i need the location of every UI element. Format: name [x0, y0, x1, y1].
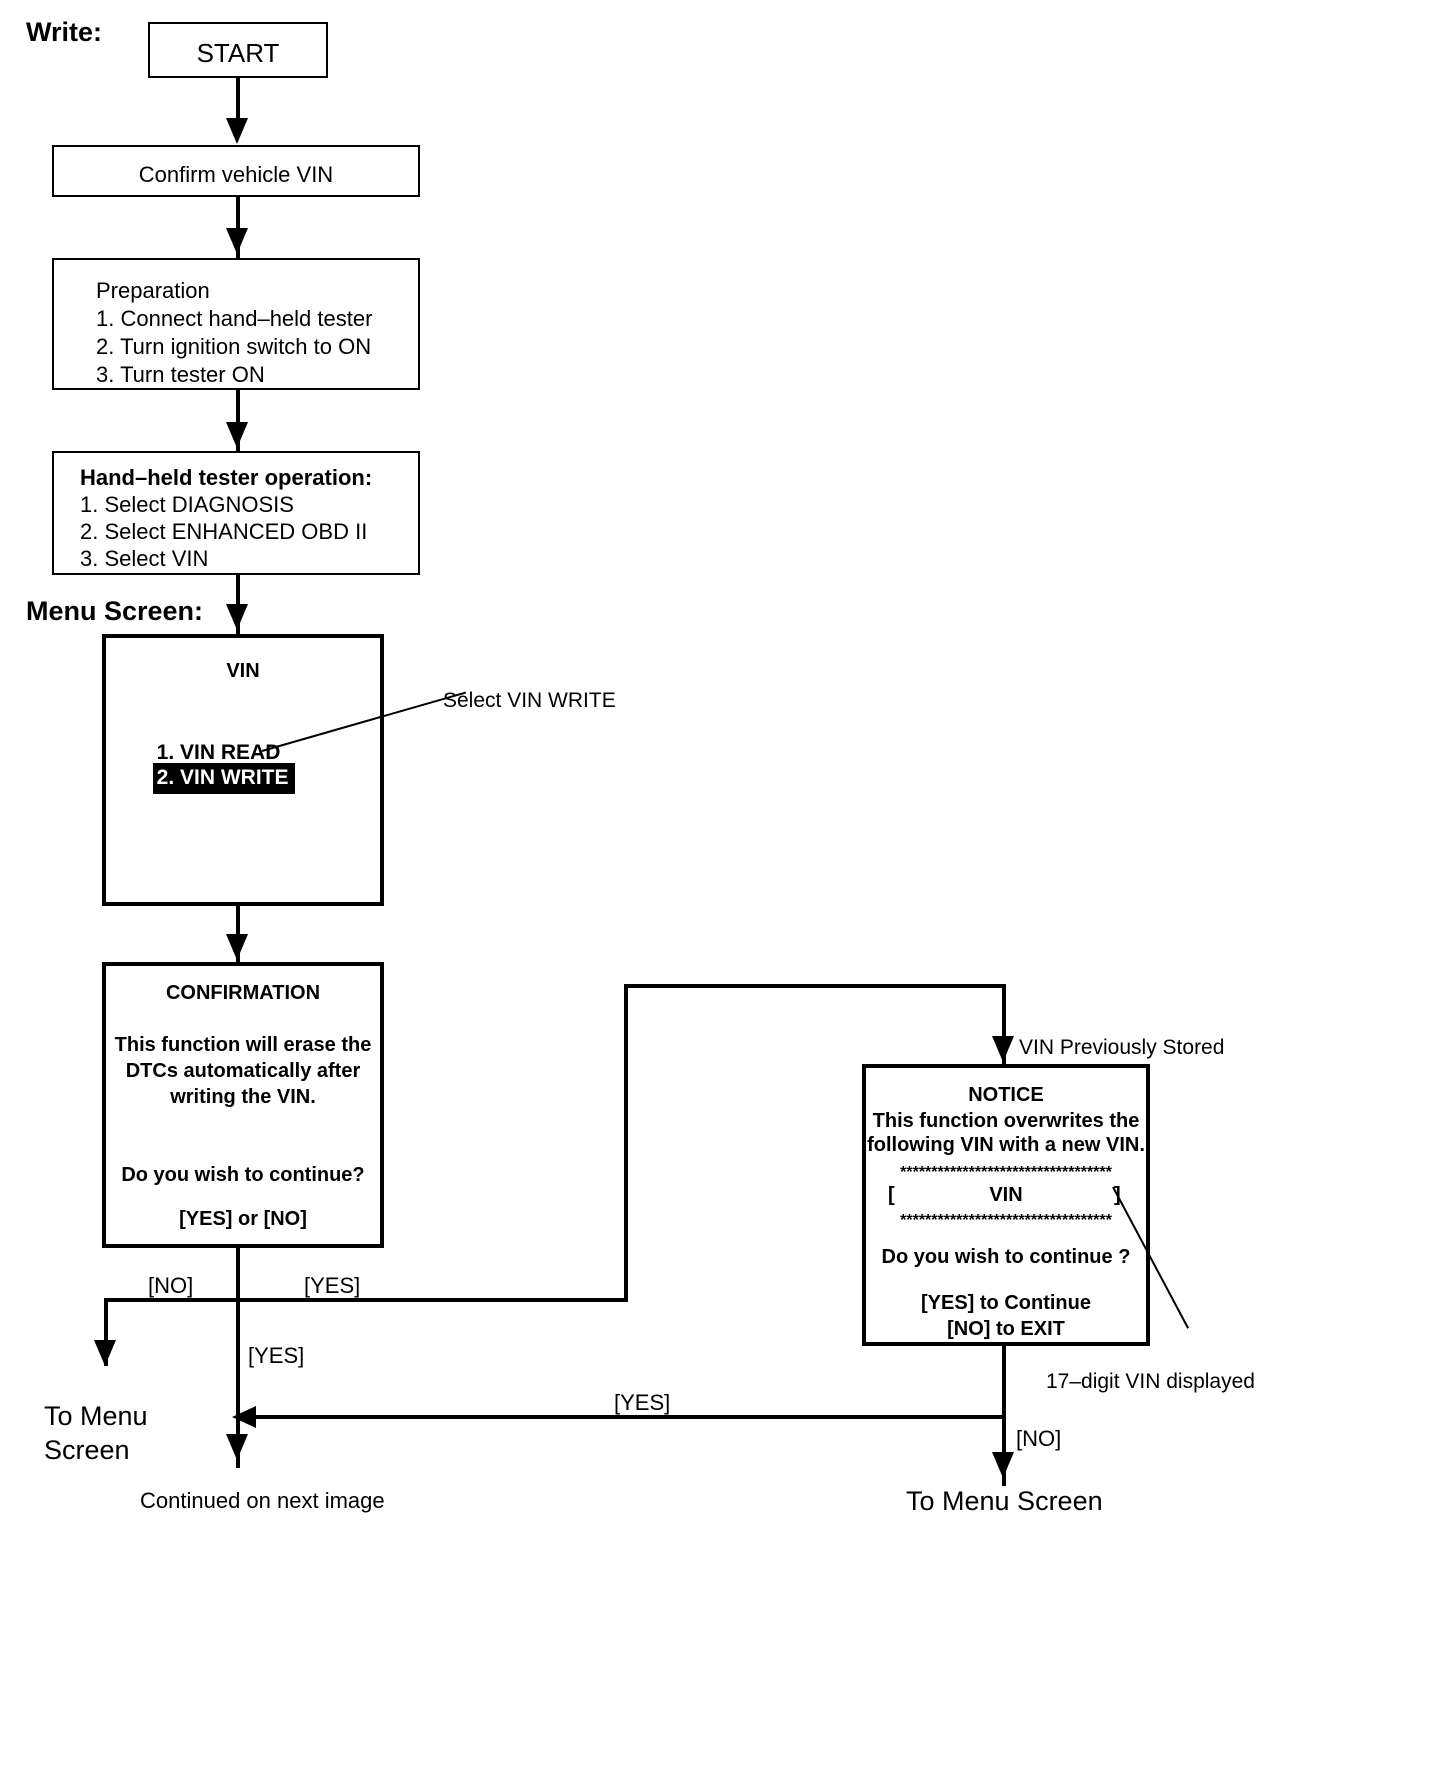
vin-menu-title: VIN — [226, 660, 260, 682]
notice-body-line-1: This function overwrites the — [872, 1110, 1140, 1132]
terminal-to-menu-screen-right: To Menu Screen — [906, 1486, 1103, 1516]
section-label-write: Write: — [26, 17, 103, 47]
terminal-to-menu-screen-left-line2: Screen — [44, 1435, 130, 1465]
notice-option-yes: [YES] to Continue — [921, 1292, 1091, 1314]
confirmation-options: [YES] or [NO] — [179, 1208, 307, 1230]
notice-body-line-2: following VIN with a new VIN. — [867, 1134, 1145, 1156]
edge-start-to-confirm-line — [236, 78, 240, 126]
edge-tester-to-menu-arrow — [226, 604, 248, 630]
node-preparation-heading: Preparation — [96, 278, 210, 303]
terminal-to-menu-screen-left-line1: To Menu — [44, 1401, 148, 1431]
notice-separator-top: ********************************** — [900, 1164, 1112, 1181]
terminal-continued-on-next-image: Continued on next image — [140, 1488, 385, 1513]
vin-menu-item-vin-read[interactable]: 1. VIN READ — [130, 718, 281, 788]
notice-title: NOTICE — [968, 1084, 1044, 1106]
edge-confirmation-yes-horizontal — [236, 1298, 628, 1302]
node-tester-operation: Hand–held tester operation: 1. Select DI… — [52, 451, 420, 575]
edge-notice-yes-arrow — [232, 1406, 256, 1428]
confirmation-body-line-3: writing the VIN. — [170, 1086, 316, 1108]
vin-menu-item-vin-write-label: 2. VIN WRITE — [152, 763, 295, 794]
edge-confirmation-yes-down-arrow — [226, 1434, 248, 1460]
edge-label-confirmation-yes-down: [YES] — [248, 1343, 305, 1368]
vin-menu-item-vin-read-label: 1. VIN READ — [156, 741, 281, 765]
vin-menu-item-vin-write[interactable]: 2. VIN WRITE — [126, 742, 295, 815]
notice-separator-bottom: ********************************** — [900, 1212, 1112, 1229]
edge-confirmation-stub — [236, 1248, 240, 1302]
edge-to-notice-down — [1002, 984, 1006, 1064]
node-preparation-step-2: 2. Turn ignition switch to ON — [96, 334, 372, 359]
edge-start-to-confirm-arrow — [226, 118, 248, 144]
node-tester-operation-step-1: 1. Select DIAGNOSIS — [80, 492, 294, 517]
notice-question: Do you wish to continue ? — [881, 1246, 1131, 1268]
node-notice-screen: NOTICE This function overwrites the foll… — [862, 1064, 1150, 1346]
edge-notice-no-arrow — [992, 1452, 1014, 1478]
menu-screen-label: Menu Screen: — [26, 596, 204, 626]
edge-confirmation-no-vertical — [104, 1298, 108, 1366]
callout-vin-previously-stored: VIN Previously Stored — [1019, 1036, 1225, 1059]
edge-label-confirmation-yes: [YES] — [304, 1273, 361, 1298]
node-confirm-vehicle-vin: Confirm vehicle VIN — [52, 145, 420, 197]
edge-label-notice-yes: [YES] — [614, 1390, 671, 1415]
node-confirm-vehicle-vin-label: Confirm vehicle VIN — [138, 162, 334, 187]
callout-17-digit-vin: 17–digit VIN displayed — [1046, 1370, 1255, 1393]
edge-to-notice-arrow — [992, 1036, 1014, 1062]
notice-vin-value: VIN — [989, 1184, 1023, 1206]
node-start: START — [148, 22, 328, 78]
edge-confirmation-yes-top — [624, 984, 1006, 988]
confirmation-body-line-2: DTCs automatically after — [125, 1060, 361, 1082]
node-confirmation-screen: CONFIRMATION This function will erase th… — [102, 962, 384, 1248]
edge-confirmation-yes-down-line — [236, 1298, 240, 1468]
confirmation-title: CONFIRMATION — [165, 982, 321, 1004]
edge-notice-down-line — [1002, 1346, 1006, 1486]
confirmation-question: Do you wish to continue? — [121, 1164, 365, 1186]
edge-confirmation-no-arrow — [94, 1340, 116, 1366]
edge-label-notice-no: [NO] — [1016, 1426, 1062, 1451]
edge-notice-yes-horizontal — [240, 1415, 1004, 1419]
node-preparation: Preparation 1. Connect hand–held tester … — [52, 258, 420, 390]
notice-option-no: [NO] to EXIT — [947, 1318, 1065, 1340]
confirmation-body-line-1: This function will erase the — [114, 1034, 372, 1056]
edge-prep-to-tester-line — [236, 390, 240, 452]
callout-select-vin-write: Select VIN WRITE — [443, 689, 616, 712]
node-preparation-step-1: 1. Connect hand–held tester — [96, 306, 373, 331]
node-vin-menu-screen: VIN 1. VIN READ 2. VIN WRITE — [102, 634, 384, 906]
node-tester-operation-heading: Hand–held tester operation: — [80, 465, 373, 490]
edge-label-confirmation-no: [NO] — [148, 1273, 194, 1298]
edge-confirm-to-prep-arrow — [226, 228, 248, 254]
node-start-label: START — [196, 38, 280, 68]
edge-prep-to-tester-arrow — [226, 422, 248, 448]
node-tester-operation-step-3: 3. Select VIN — [80, 546, 209, 571]
notice-vin-open-bracket: [ — [888, 1184, 895, 1206]
node-tester-operation-step-2: 2. Select ENHANCED OBD II — [80, 519, 368, 544]
node-preparation-step-3: 3. Turn tester ON — [96, 362, 265, 387]
edge-confirmation-no-horizontal — [104, 1298, 240, 1302]
edge-menu-to-confirmation-arrow — [226, 934, 248, 960]
edge-confirmation-yes-riser — [624, 984, 628, 1302]
